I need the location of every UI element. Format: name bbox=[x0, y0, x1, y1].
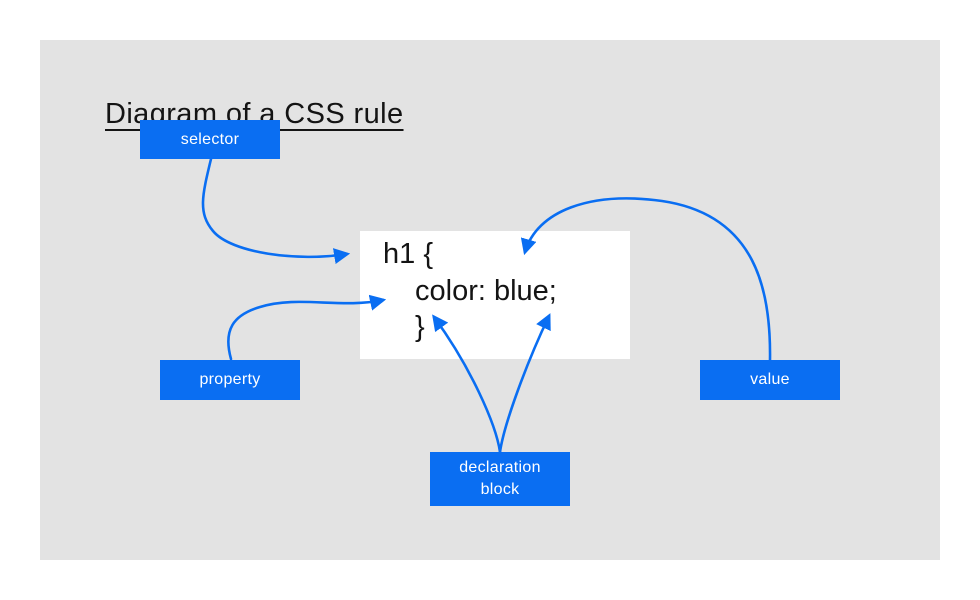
label-box-selector: selector bbox=[140, 120, 280, 159]
code-line-selector: h1 { bbox=[383, 238, 433, 270]
selector-label: selector bbox=[180, 130, 240, 148]
label-box-property: property bbox=[160, 360, 300, 400]
declaration-block-label: declaration block bbox=[459, 459, 541, 498]
property-label: property bbox=[199, 371, 261, 388]
css-rule-code-box: h1 { color: blue; } bbox=[360, 231, 630, 359]
code-line-declaration: color: blue; bbox=[415, 275, 557, 308]
code-line-closing-brace: } bbox=[415, 310, 425, 343]
label-box-value: value bbox=[700, 360, 840, 400]
label-box-declaration-block: declaration block bbox=[430, 452, 570, 506]
value-label: value bbox=[750, 371, 790, 388]
